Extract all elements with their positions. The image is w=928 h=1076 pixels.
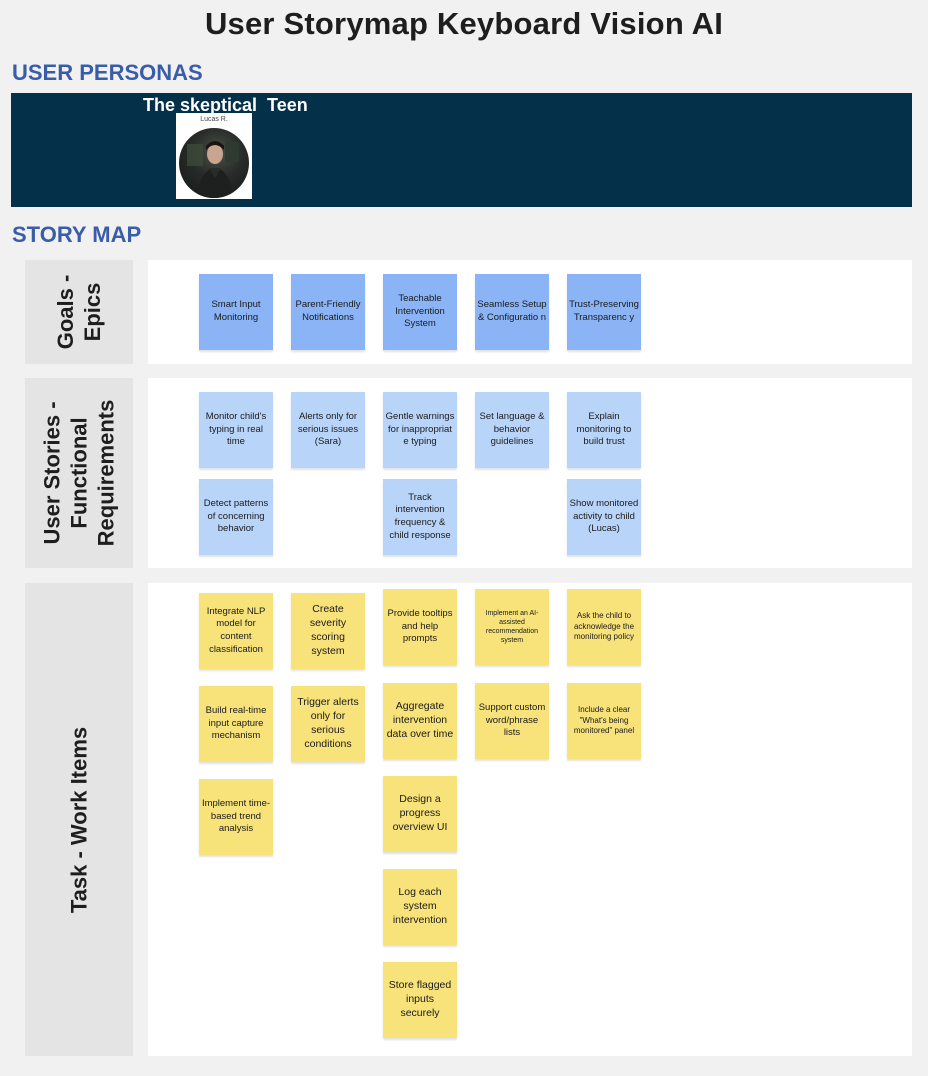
persona-avatar xyxy=(179,128,249,198)
task-sticky[interactable]: Provide tooltips and help prompts xyxy=(383,589,457,665)
epic-sticky[interactable]: Teachable Intervention System xyxy=(383,274,457,350)
story-sticky[interactable]: Monitor child's typing in real time xyxy=(199,392,273,468)
story-sticky[interactable]: Alerts only for serious issues (Sara) xyxy=(291,392,365,468)
story-sticky[interactable]: Track intervention frequency & child res… xyxy=(383,479,457,555)
tasks-board: Integrate NLP model for content classifi… xyxy=(148,583,912,1056)
task-sticky[interactable]: Include a clear "What's being monitored"… xyxy=(567,683,641,759)
task-sticky[interactable]: Integrate NLP model for content classifi… xyxy=(199,593,273,669)
story-sticky[interactable]: Explain monitoring to build trust xyxy=(567,392,641,468)
task-sticky[interactable]: Log each system intervention xyxy=(383,869,457,945)
task-sticky[interactable]: Trigger alerts only for serious conditio… xyxy=(291,686,365,762)
story-sticky[interactable]: Gentle warnings for inappropriat e typin… xyxy=(383,392,457,468)
user-personas-heading: USER PERSONAS xyxy=(12,60,203,85)
task-sticky[interactable]: Design a progress overview UI xyxy=(383,776,457,852)
task-sticky[interactable]: Build real-time input capture mechanism xyxy=(199,686,273,762)
row-label-tasks-text: Task - Work Items xyxy=(66,726,92,913)
row-label-stories-text: User Stories - Functional Requirements xyxy=(39,399,119,547)
epic-sticky[interactable]: Smart Input Monitoring xyxy=(199,274,273,350)
task-sticky[interactable]: Support custom word/phrase lists xyxy=(475,683,549,759)
task-sticky[interactable]: Aggregate intervention data over time xyxy=(383,683,457,759)
persona-card[interactable]: Lucas R. xyxy=(176,113,252,199)
story-map-heading: STORY MAP xyxy=(12,222,142,247)
page-title: User Storymap Keyboard Vision AI xyxy=(204,6,724,41)
row-label-stories: User Stories - Functional Requirements xyxy=(25,378,133,568)
stories-board: Monitor child's typing in real time Aler… xyxy=(148,378,912,568)
epic-sticky[interactable]: Seamless Setup & Configuratio n xyxy=(475,274,549,350)
epic-sticky[interactable]: Parent-Friendly Notifications xyxy=(291,274,365,350)
row-label-goals: Goals - Epics xyxy=(25,260,133,364)
avatar-photo-icon xyxy=(187,141,239,198)
story-sticky[interactable]: Detect patterns of concerning behavior xyxy=(199,479,273,555)
personas-band: The skeptical Teen Lucas R. xyxy=(11,93,912,207)
epic-sticky[interactable]: Trust-Preserving Transparenc y xyxy=(567,274,641,350)
goals-board: Smart Input Monitoring Parent-Friendly N… xyxy=(148,260,912,364)
task-sticky[interactable]: Implement time-based trend analysis xyxy=(199,779,273,855)
task-sticky[interactable]: Ask the child to acknowledge the monitor… xyxy=(567,589,641,665)
task-sticky[interactable]: Store flagged inputs securely xyxy=(383,962,457,1038)
row-label-tasks: Task - Work Items xyxy=(25,583,133,1056)
persona-name: Lucas R. xyxy=(200,116,228,123)
task-sticky[interactable]: Implement an AI-assisted recommendation … xyxy=(475,589,549,665)
row-label-goals-text: Goals - Epics xyxy=(53,274,105,350)
task-sticky[interactable]: Create severity scoring system xyxy=(291,593,365,669)
persona-title: The skeptical Teen xyxy=(143,95,308,115)
story-sticky[interactable]: Show monitored activity to child (Lucas) xyxy=(567,479,641,555)
story-sticky[interactable]: Set language & behavior guidelines xyxy=(475,392,549,468)
